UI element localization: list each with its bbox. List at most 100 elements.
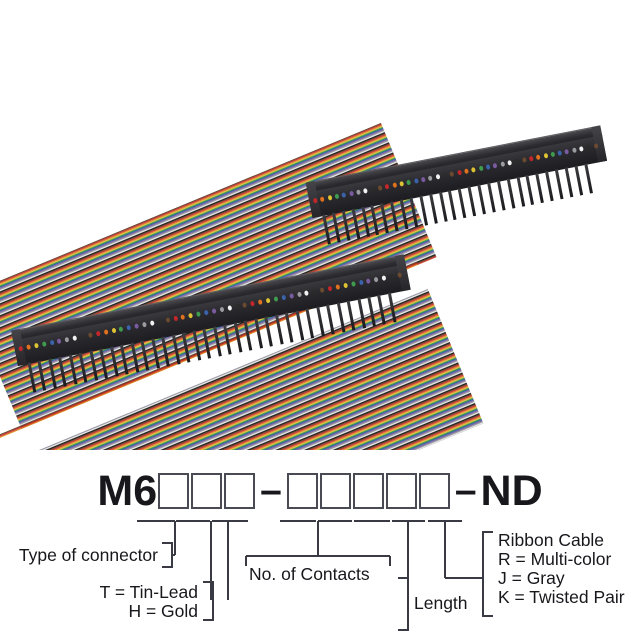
contact-dot-lower-45 <box>358 279 364 286</box>
part-number-box-g2-1[interactable] <box>286 473 318 509</box>
connector-pin-upper-5 <box>360 206 370 237</box>
contact-dot-lower-36 <box>288 293 294 299</box>
part-number-box-g2-4[interactable] <box>385 473 417 509</box>
contact-dot-upper-17 <box>427 175 433 182</box>
part-number-box-g2-3[interactable] <box>352 473 384 509</box>
contact-dot-lower-40 <box>319 287 325 293</box>
connector-pin-upper-28 <box>583 163 593 194</box>
connector-pin-lower-10 <box>120 344 129 375</box>
contact-dot-upper-16 <box>420 176 426 183</box>
connector-pin-lower-24 <box>264 316 274 347</box>
contact-dot-upper-38 <box>579 146 584 152</box>
contact-dot-upper-33 <box>543 153 548 159</box>
contact-dot-lower-15 <box>126 324 132 331</box>
contact-dot-lower-11 <box>95 330 101 337</box>
contact-dot-lower-33 <box>265 297 271 304</box>
contact-dot-upper-19 <box>442 172 448 179</box>
connector-pin-upper-19 <box>496 180 506 211</box>
contact-dot-lower-44 <box>350 281 356 287</box>
contact-dot-lower-13 <box>111 327 116 334</box>
contact-dot-lower-9 <box>80 333 86 340</box>
connector-pin-lower-31 <box>336 302 346 333</box>
connector-pin-lower-35 <box>377 294 387 325</box>
contact-dot-lower-35 <box>281 294 287 301</box>
contact-dot-lower-41 <box>327 285 333 292</box>
contact-dot-upper-20 <box>449 171 455 177</box>
connector-pin-upper-17 <box>477 184 486 215</box>
contact-dot-upper-1 <box>312 197 318 204</box>
contact-dot-lower-22 <box>180 314 186 320</box>
contact-dot-upper-8 <box>363 187 369 194</box>
contact-dot-lower-49 <box>389 273 395 280</box>
connector-pin-lower-21 <box>233 322 243 353</box>
connector-pin-upper-16 <box>467 186 477 217</box>
connector-pin-upper-2 <box>331 212 341 243</box>
contact-dot-lower-28 <box>227 305 232 311</box>
part-number-box-g2-5[interactable] <box>418 473 450 509</box>
contact-dot-lower-29 <box>234 303 240 310</box>
contact-dot-upper-11 <box>384 183 390 190</box>
contact-dot-upper-12 <box>392 182 397 189</box>
callout-ribbon-cable-title: Ribbon Cable <box>498 530 605 550</box>
connector-pin-upper-10 <box>409 197 419 228</box>
contact-dot-upper-3 <box>327 194 333 201</box>
callout-type-of-connector: Type of connector <box>18 545 158 565</box>
contact-dot-upper-7 <box>356 189 361 196</box>
contact-dot-lower-18 <box>149 320 155 326</box>
connector-pin-lower-17 <box>192 330 201 361</box>
connector-pin-lower-12 <box>140 340 150 371</box>
connector-pin-upper-23 <box>535 173 545 204</box>
contact-dot-lower-3 <box>33 342 39 349</box>
connector-pin-lower-8 <box>99 348 109 379</box>
part-number-box-g2-2[interactable] <box>319 473 351 509</box>
connector-pin-lower-2 <box>37 360 47 391</box>
contact-dot-upper-40 <box>593 143 599 149</box>
connector-pin-upper-21 <box>516 176 525 207</box>
part-number-diagram: M6 – – ND <box>0 450 640 640</box>
connector-pin-lower-29 <box>315 306 325 337</box>
contact-dot-lower-4 <box>41 341 47 347</box>
contact-dot-upper-27 <box>499 161 505 168</box>
contact-dot-lower-31 <box>250 300 256 307</box>
connector-pin-lower-26 <box>284 312 294 343</box>
connector-pin-upper-3 <box>341 210 351 241</box>
contact-dot-upper-22 <box>463 168 469 175</box>
contact-dot-lower-50 <box>397 272 402 278</box>
connector-pin-upper-18 <box>486 182 496 213</box>
connector-pin-lower-16 <box>182 332 191 363</box>
contact-dot-lower-12 <box>103 329 109 335</box>
part-number-prefix: M6 <box>97 466 158 515</box>
connector-pin-lower-13 <box>151 338 160 369</box>
contact-dot-lower-19 <box>157 318 163 325</box>
contact-dot-upper-29 <box>514 158 520 165</box>
connector-pin-lower-23 <box>254 318 263 349</box>
contact-dot-lower-30 <box>242 302 248 308</box>
connector-pin-lower-9 <box>109 346 119 377</box>
callout-ribbon-cable-j: J = Gray <box>498 568 565 588</box>
contact-dot-lower-37 <box>296 291 302 298</box>
connector-pin-upper-15 <box>457 188 467 219</box>
part-number-dash-1: – <box>260 469 282 512</box>
contact-dot-lower-38 <box>304 290 310 296</box>
contact-dot-upper-6 <box>348 190 354 197</box>
contact-dot-upper-35 <box>557 150 563 156</box>
callout-leader-lines <box>137 520 493 631</box>
contact-dot-upper-24 <box>478 165 484 172</box>
part-number-box-g1-3[interactable] <box>224 473 256 509</box>
connector-pin-lower-25 <box>274 314 284 345</box>
contact-dot-lower-43 <box>342 282 348 289</box>
contact-dot-lower-42 <box>335 284 341 290</box>
contact-dot-upper-30 <box>521 157 527 163</box>
connector-pin-upper-6 <box>370 205 380 236</box>
contact-dot-lower-39 <box>312 288 317 295</box>
contact-dot-upper-31 <box>528 155 534 162</box>
contact-dot-lower-5 <box>49 339 55 346</box>
contact-dot-upper-2 <box>320 196 325 203</box>
part-number-box-g1-2[interactable] <box>191 473 223 509</box>
connector-pin-upper-14 <box>448 189 457 221</box>
contact-dot-lower-48 <box>381 275 387 281</box>
connector-pin-lower-20 <box>223 324 232 355</box>
contact-dot-lower-7 <box>64 336 70 343</box>
part-number-box-g1-1[interactable] <box>158 473 190 509</box>
connector-pin-upper-4 <box>351 208 360 239</box>
